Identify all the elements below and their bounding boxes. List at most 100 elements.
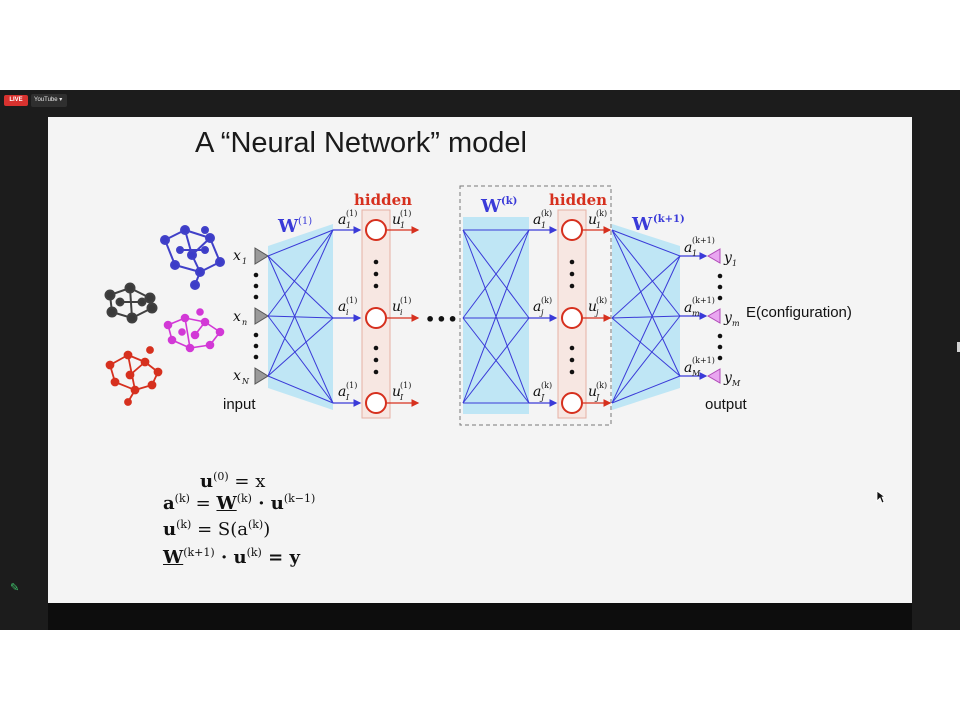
svg-text:(k): (k) [541, 296, 552, 305]
equation-1: u(0) = x [200, 470, 266, 492]
weight-1-to-hidden-arrows [333, 226, 362, 407]
input-node-N [254, 367, 269, 385]
svg-text:u: u [392, 212, 401, 228]
youtube-source-button[interactable]: YouTube ▾ [31, 94, 67, 107]
slide-bottom-bar [48, 603, 912, 630]
svg-text:a: a [338, 384, 346, 400]
svg-text:a: a [533, 212, 541, 228]
svg-text:u: u [588, 384, 597, 400]
svg-text:J: J [539, 393, 545, 402]
svg-text:(1): (1) [346, 381, 357, 390]
weight-label-k: W [480, 196, 502, 217]
svg-text:1: 1 [346, 221, 351, 230]
svg-text:i: i [346, 308, 349, 317]
svg-text:u: u [392, 299, 401, 315]
svg-text:N: N [241, 377, 250, 386]
output-node-1 [707, 248, 721, 264]
svg-text:1: 1 [692, 249, 697, 258]
pen-icon[interactable]: ✎ [10, 582, 20, 594]
svg-text:a: a [684, 360, 692, 376]
weight-label-k-sup: (k) [501, 196, 517, 207]
svg-text:(k): (k) [596, 296, 607, 305]
svg-text:M: M [691, 369, 701, 378]
molecule-magenta [163, 308, 225, 353]
weight-label-1-sup: (1) [298, 216, 312, 227]
svg-text:(1): (1) [346, 296, 357, 305]
svg-text:(1): (1) [400, 296, 411, 305]
svg-text:I: I [345, 393, 350, 402]
svg-text:i: i [400, 308, 403, 317]
svg-text:a: a [684, 300, 692, 316]
svg-text:j: j [594, 308, 599, 317]
svg-text:1: 1 [400, 221, 405, 230]
mouse-cursor-icon [876, 490, 886, 504]
svg-text:1: 1 [596, 221, 601, 230]
svg-text:a: a [533, 384, 541, 400]
youtube-label: YouTube [34, 97, 58, 103]
hidden-k-output-arrows [582, 226, 612, 407]
hidden-layer-1-dots [373, 259, 379, 375]
svg-text:x: x [233, 248, 241, 264]
output-nodes [707, 248, 721, 384]
equation-3: u(k) = S(a(k)) [163, 518, 271, 540]
output-node-M [707, 368, 721, 384]
svg-text:y: y [723, 370, 733, 386]
weight-k-to-hidden-arrows [529, 226, 558, 407]
chevron-down-icon: ▾ [59, 97, 63, 103]
svg-text:1: 1 [242, 257, 247, 266]
weight-layer-k1-connections [611, 229, 681, 404]
svg-text:y: y [723, 250, 733, 266]
molecule-blue [160, 225, 225, 290]
svg-text:(k): (k) [541, 381, 552, 390]
svg-text:(k+1): (k+1) [692, 296, 715, 305]
weight-layer-1-connections [267, 229, 334, 404]
svg-text:u: u [392, 384, 401, 400]
svg-text:n: n [242, 318, 247, 327]
layers-ellipsis: ••• [425, 310, 459, 329]
svg-text:(1): (1) [400, 381, 411, 390]
input-node-1 [254, 247, 269, 265]
svg-text:(1): (1) [400, 209, 411, 218]
input-nodes [254, 247, 269, 385]
hidden-label-1: hidden [354, 191, 412, 209]
svg-text:I: I [399, 393, 404, 402]
equation-2: a(k) = W(k) · u(k−1) [163, 492, 316, 514]
svg-text:a: a [338, 299, 346, 315]
live-badge: LIVE [4, 95, 28, 106]
equation-4: W(k+1) · u(k) = y [163, 546, 300, 568]
input-label: input [223, 396, 256, 413]
weight-layer-k-connections [462, 229, 530, 404]
svg-text:a: a [338, 212, 346, 228]
molecule-gray [104, 282, 158, 324]
hidden-layer-1-nodes [365, 219, 387, 414]
output-ellipsis-dots [717, 273, 723, 361]
energy-label: E(configuration) [746, 304, 852, 321]
svg-text:(1): (1) [346, 209, 357, 218]
scroll-handle[interactable] [957, 342, 960, 352]
svg-text:(k+1): (k+1) [692, 356, 715, 365]
weight-labels: W (1) W (k) W (k+1) [277, 196, 685, 237]
layer-k-dashed-box [459, 185, 612, 426]
svg-text:(k): (k) [596, 381, 607, 390]
svg-text:(k+1): (k+1) [692, 236, 715, 245]
weight-k1-to-output-arrows [680, 252, 708, 380]
svg-text:j: j [539, 308, 544, 317]
slide-title: A “Neural Network” model [195, 127, 527, 159]
neural-network-diagram: hidden ••• hidden [104, 185, 852, 426]
input-ellipsis-dots [253, 272, 259, 360]
svg-text:x: x [233, 309, 241, 325]
svg-text:J: J [594, 393, 600, 402]
input-node-n [254, 307, 269, 325]
svg-text:m: m [732, 319, 740, 328]
svg-text:M: M [731, 379, 741, 388]
svg-text:1: 1 [732, 259, 737, 268]
svg-text:u: u [588, 212, 597, 228]
weight-label-k1-sup: (k+1) [653, 214, 685, 225]
svg-text:(k): (k) [541, 209, 552, 218]
molecule-red [105, 346, 163, 406]
